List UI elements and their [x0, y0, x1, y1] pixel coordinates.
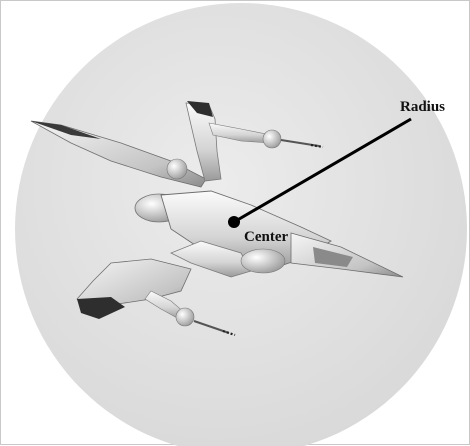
lower-pod — [176, 308, 194, 326]
center-point — [228, 216, 240, 228]
upper-right-pod — [263, 130, 281, 148]
center-label: Center — [244, 230, 288, 245]
lower-engine — [241, 249, 285, 273]
radius-label: Radius — [400, 100, 445, 115]
upper-left-pod — [167, 159, 187, 179]
